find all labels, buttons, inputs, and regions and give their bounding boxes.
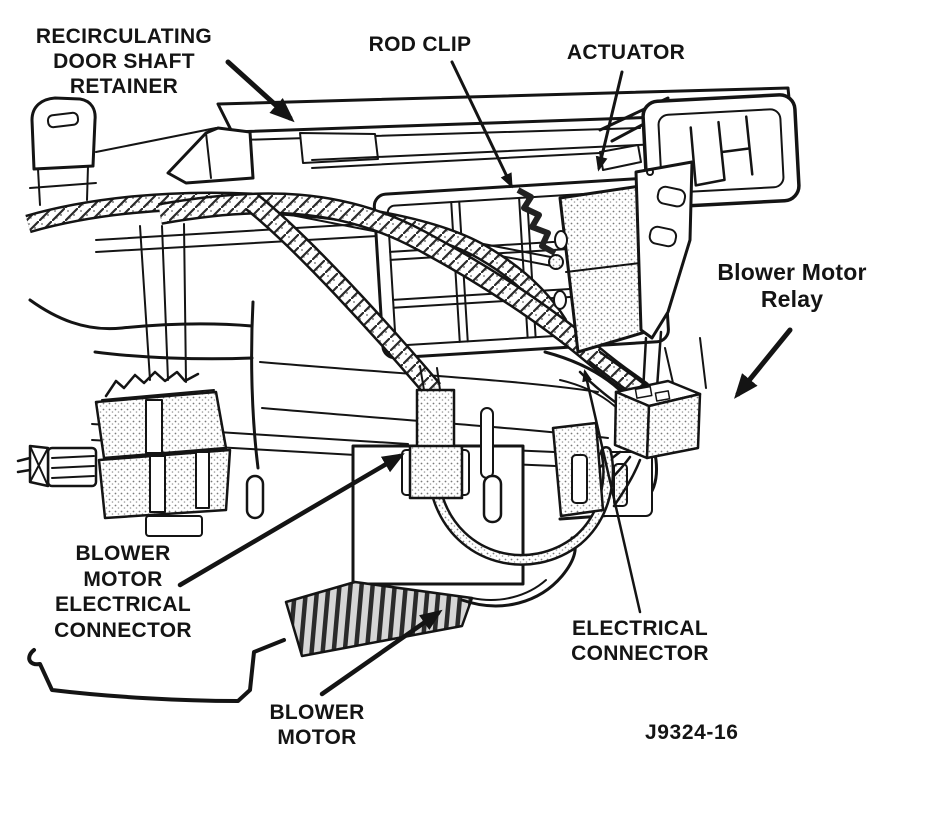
blower-motor-arrow: [319, 609, 443, 697]
label-blower-motor-relay: Blower Motor Relay: [717, 259, 867, 312]
housing-top-cover: [166, 86, 792, 185]
label-actuator: ACTUATOR: [566, 41, 686, 64]
electrical-connector-leader: [582, 368, 642, 614]
rod-clip-leader: [450, 60, 513, 189]
label-electrical-connector: ELECTRICAL CONNECTOR: [571, 617, 709, 665]
motor-wire-loop: [432, 446, 615, 566]
figure-number: J9324-16: [645, 721, 739, 744]
relay-arrow: [734, 327, 793, 399]
actuator-shape: [553, 144, 694, 394]
label-rod-clip: ROD CLIP: [368, 33, 472, 56]
callout-arrows: [177, 59, 793, 697]
electrical-connector-shape: [551, 421, 605, 518]
label-recirculating-door-shaft-retainer: RECIRCULATING DOOR SHAFT RETAINER: [35, 25, 213, 98]
actuator-leader: [595, 70, 624, 172]
blower-motor-connector-shape: [401, 365, 470, 500]
label-blower-motor-electrical-connector: BLOWER MOTOR ELECTRICAL CONNECTOR: [54, 542, 192, 642]
blower-connector-arrow: [177, 453, 405, 588]
body-panel-outline: [27, 298, 286, 703]
label-blower-motor: BLOWER MOTOR: [269, 701, 365, 749]
bulkhead-connector-shape: [16, 370, 232, 537]
housing-standoffs: [245, 407, 503, 524]
retainer-arrow: [225, 59, 295, 123]
blower-motor-relay-shape: [570, 379, 702, 508]
rod-clip-shape: [516, 187, 564, 270]
